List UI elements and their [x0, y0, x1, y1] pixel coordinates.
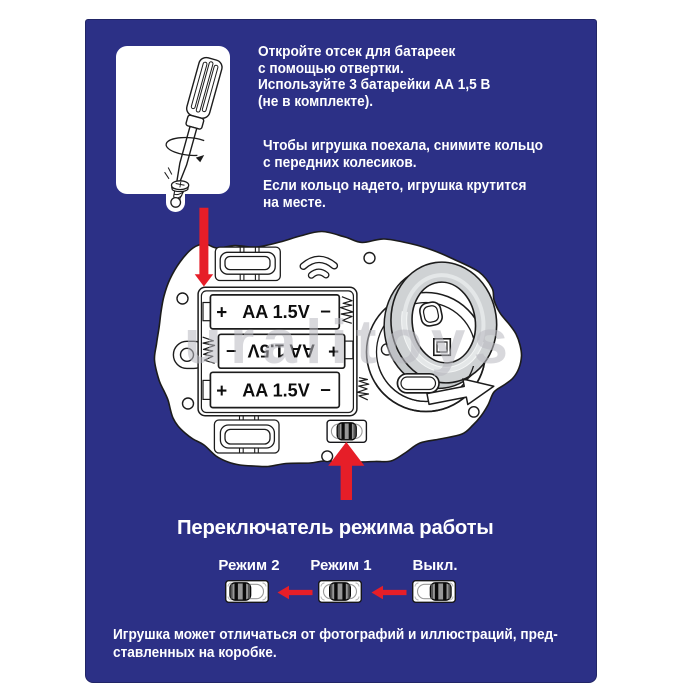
svg-text:–: –	[320, 379, 331, 400]
svg-text:–: –	[226, 340, 237, 361]
svg-text:+: +	[216, 302, 227, 323]
svg-text:AA 1.5V: AA 1.5V	[242, 379, 310, 400]
svg-text:+: +	[328, 342, 339, 363]
svg-text:AA 1.5V: AA 1.5V	[247, 341, 315, 362]
svg-text:AA 1.5V: AA 1.5V	[242, 300, 310, 321]
svg-text:–: –	[320, 301, 331, 322]
svg-text:+: +	[216, 381, 227, 402]
